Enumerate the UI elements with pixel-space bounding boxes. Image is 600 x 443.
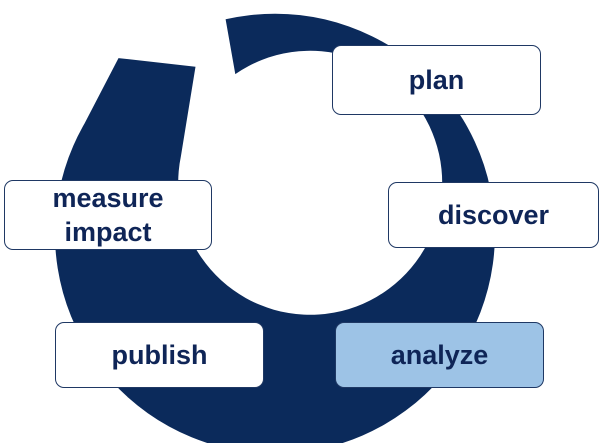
- stage-discover-label: discover: [437, 200, 550, 230]
- stage-analyze-box: analyze: [335, 322, 544, 388]
- stage-publish-label: publish: [111, 340, 208, 370]
- stage-analyze-label: analyze: [390, 340, 489, 370]
- stage-plan-box: plan: [332, 45, 541, 115]
- stage-measure-impact-box: measure impact: [4, 180, 212, 250]
- stage-discover-box: discover: [388, 182, 599, 248]
- stage-plan-label: plan: [408, 65, 465, 95]
- stage-publish-box: publish: [55, 322, 264, 388]
- stage-measure-impact-label: measure impact: [52, 183, 164, 247]
